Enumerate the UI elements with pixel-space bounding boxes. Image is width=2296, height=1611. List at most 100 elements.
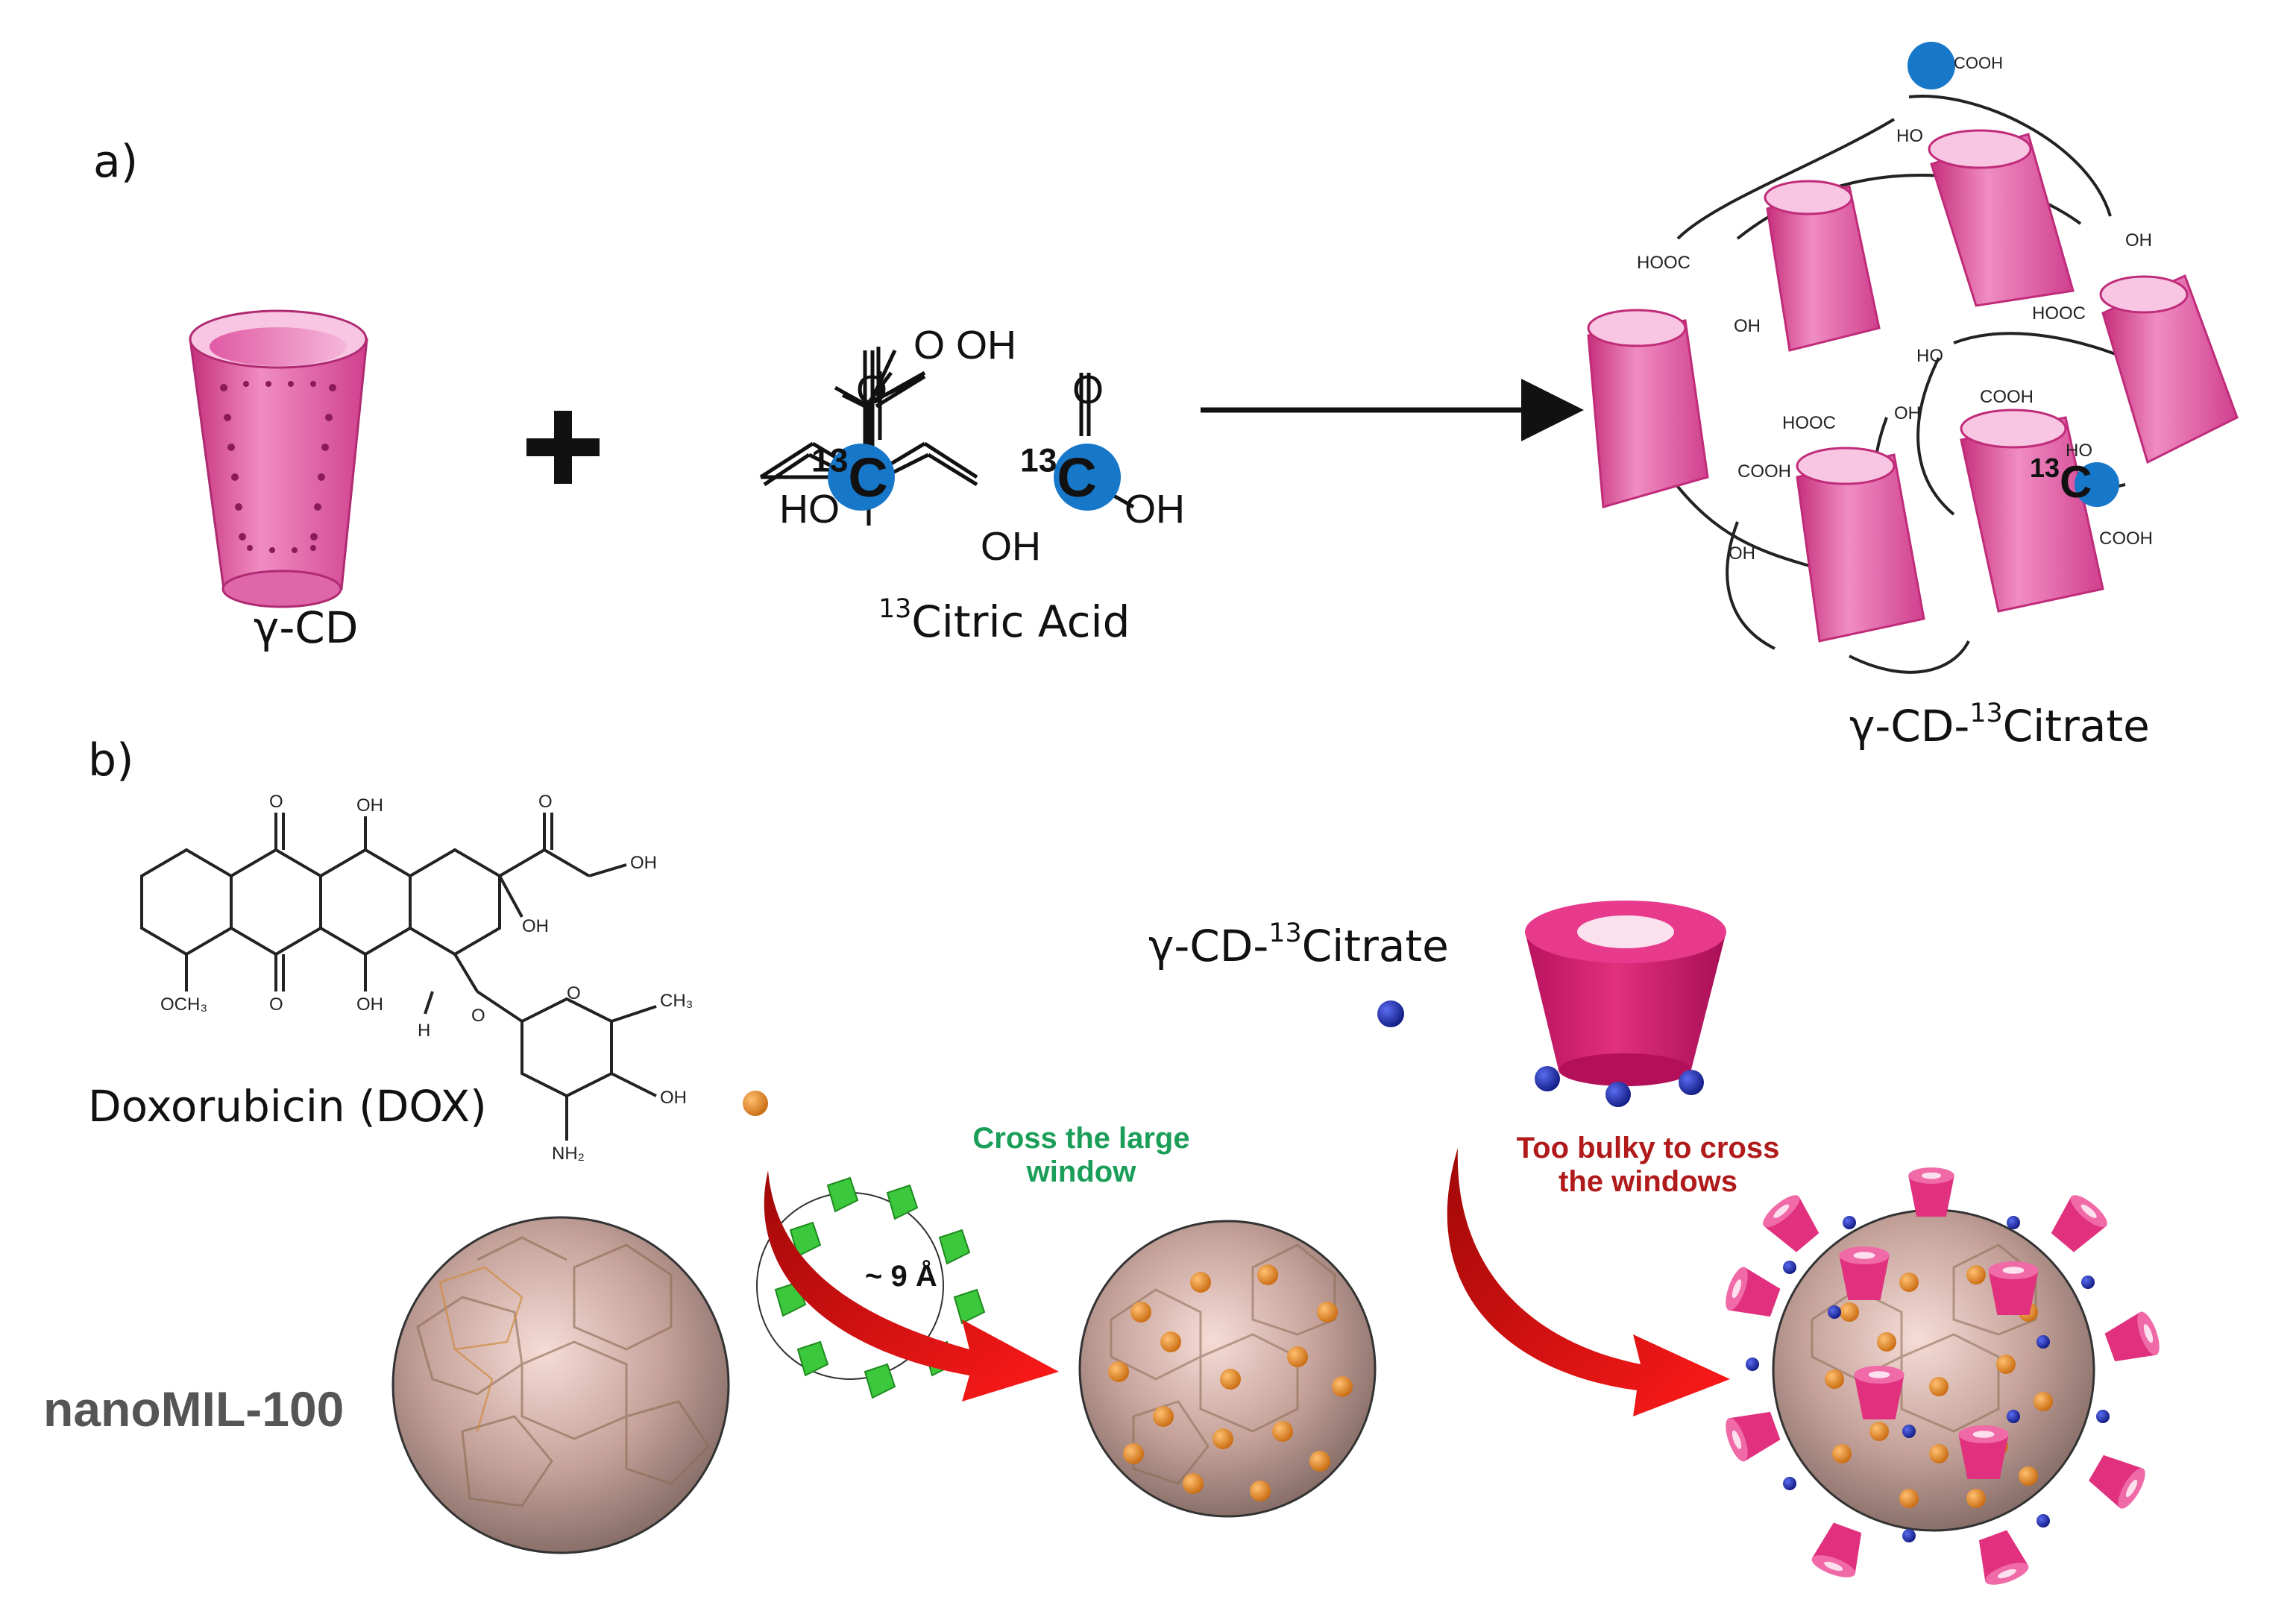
svg-text:H: H — [418, 1021, 430, 1041]
plus-icon — [526, 411, 600, 484]
svg-text:OCH₃: OCH₃ — [160, 994, 207, 1015]
surface-cd-cone — [1908, 1167, 1954, 1217]
dox-molecule — [1123, 1443, 1144, 1464]
svg-text:OH: OH — [1894, 403, 1921, 423]
carbon13-atom-right-icon — [1054, 444, 1121, 511]
blocked-arrow-icon — [1447, 1148, 1730, 1416]
citric-o-left: O — [856, 368, 888, 412]
svg-text:OH: OH — [1734, 316, 1761, 336]
dox-molecule-icon — [743, 1091, 768, 1116]
nanomil-100-sphere-dox-loaded-icon — [1078, 1220, 1377, 1518]
surface-cd-cone — [1958, 1425, 2009, 1479]
svg-text:OH: OH — [356, 795, 383, 816]
citrate-ball — [1843, 1216, 1856, 1229]
nanomil-100-label: nanoMIL-100 — [43, 1381, 345, 1437]
linker-cage-icon — [756, 1176, 986, 1399]
citrate-ball — [1783, 1261, 1796, 1274]
panel-a-label: a) — [93, 136, 139, 188]
carbon13-atom-network-icon — [2075, 462, 2119, 507]
surface-cd-cones — [1726, 1167, 2160, 1585]
dox-molecule — [1160, 1331, 1181, 1352]
dox-molecule — [1250, 1481, 1271, 1501]
citrate-ball — [2036, 1514, 2050, 1528]
dox-molecule — [1287, 1346, 1308, 1367]
dox-molecule — [1272, 1421, 1293, 1442]
dox-molecule — [1257, 1264, 1278, 1285]
svg-text:OH: OH — [2125, 230, 2152, 250]
nanomil-100-sphere-coated-icon — [1726, 1167, 2160, 1585]
citric-o-right: O — [1072, 368, 1104, 412]
dox-molecule — [1153, 1406, 1174, 1427]
dox-molecule — [1840, 1302, 1859, 1322]
svg-text:OH: OH — [630, 853, 657, 873]
surface-cd-cone — [1763, 1195, 1819, 1252]
svg-text:O: O — [538, 792, 553, 812]
svg-text:O: O — [269, 792, 283, 812]
svg-text:O: O — [567, 983, 581, 1003]
citrate-ball — [2081, 1276, 2095, 1289]
svg-text:COOH: COOH — [1737, 461, 1791, 482]
gamma-cd-citrate-bulky-icon — [1525, 901, 1726, 1107]
dox-molecule — [1929, 1444, 1949, 1463]
surface-cd-cone — [1811, 1522, 1862, 1577]
carbon13-label-right: 13C — [1020, 442, 1097, 508]
citric-ho-left: HO — [779, 487, 840, 532]
svg-text:NH₂: NH₂ — [552, 1144, 585, 1164]
dox-molecule — [1899, 1273, 1919, 1292]
carbon13-atom-top-icon — [1907, 42, 1955, 89]
citric-acid-isotope: 13 — [878, 593, 912, 624]
svg-text:O: O — [471, 1006, 485, 1026]
svg-text:HO: HO — [1896, 126, 1923, 146]
gamma-cd-caption: γ-CD — [254, 602, 359, 653]
panel-b-label: b) — [88, 734, 134, 786]
citric-acid-name: Citric Acid — [911, 596, 1130, 647]
dox-molecule — [1220, 1369, 1241, 1390]
svg-text:O: O — [269, 994, 283, 1015]
dox-molecule — [1332, 1376, 1353, 1397]
gamma-cd-citrate-network-icon — [1587, 42, 2239, 674]
dox-molecule — [1966, 1489, 1986, 1508]
doxorubicin-atom-labels: O OH O OH OH O OH OCH₃ H O O CH₃ OH NH₂ — [160, 792, 693, 1164]
nanomil-100-sphere-empty-icon — [391, 1216, 730, 1554]
dox-molecule — [1108, 1361, 1129, 1382]
dox-molecule — [1190, 1272, 1211, 1293]
svg-text:OH: OH — [660, 1088, 687, 1108]
citrate-ball — [1746, 1358, 1759, 1371]
surface-cd-cone — [2089, 1454, 2145, 1509]
dox-molecule — [2034, 1392, 2053, 1411]
svg-text:COOH: COOH — [1980, 387, 2034, 407]
dox-molecule — [1309, 1451, 1330, 1472]
window-size-label: ~ 9 Å — [865, 1260, 937, 1293]
svg-text:HOOC: HOOC — [1637, 253, 1690, 273]
citric-oh-top: O OH — [913, 323, 1017, 368]
svg-text:OH: OH — [356, 994, 383, 1015]
surface-cd-cone — [2104, 1311, 2160, 1362]
network-group-labels: COOH HO HOOC OH OH HOOC HO COOH HOOC OH … — [1637, 54, 2153, 564]
dox-molecule — [1213, 1428, 1233, 1449]
dox-molecule — [2019, 1466, 2038, 1486]
dox-molecule — [1317, 1302, 1338, 1322]
citrate-ball — [1783, 1477, 1796, 1490]
svg-text:OH: OH — [1729, 543, 1755, 564]
surface-cd-cone — [1854, 1366, 1905, 1419]
citrate-ball — [1828, 1305, 1841, 1319]
carbon13-atom-left-icon — [828, 444, 895, 511]
dox-molecule — [1183, 1473, 1204, 1494]
carbon13-label-left: 13C — [811, 442, 888, 508]
dox-molecule — [1832, 1444, 1852, 1463]
dox-loaded-molecules — [1108, 1264, 1353, 1501]
dox-molecule — [1899, 1489, 1919, 1508]
surface-cd-cone — [2051, 1195, 2107, 1252]
svg-text:COOH: COOH — [2099, 529, 2153, 549]
surface-cd-cone — [1988, 1261, 2039, 1315]
dox-molecule — [1130, 1302, 1151, 1322]
too-bulky-label: Too bulky to cross the windows — [1516, 1132, 1780, 1198]
svg-text:HOOC: HOOC — [2032, 303, 2086, 324]
citrate-ball-icon — [1377, 1000, 1404, 1027]
citrate-ball — [1902, 1529, 1916, 1542]
svg-text:HO: HO — [2066, 441, 2092, 461]
citric-oh-bottom: OH — [981, 524, 1041, 569]
dox-molecule — [1825, 1369, 1844, 1389]
dox-molecule — [1966, 1265, 1986, 1284]
